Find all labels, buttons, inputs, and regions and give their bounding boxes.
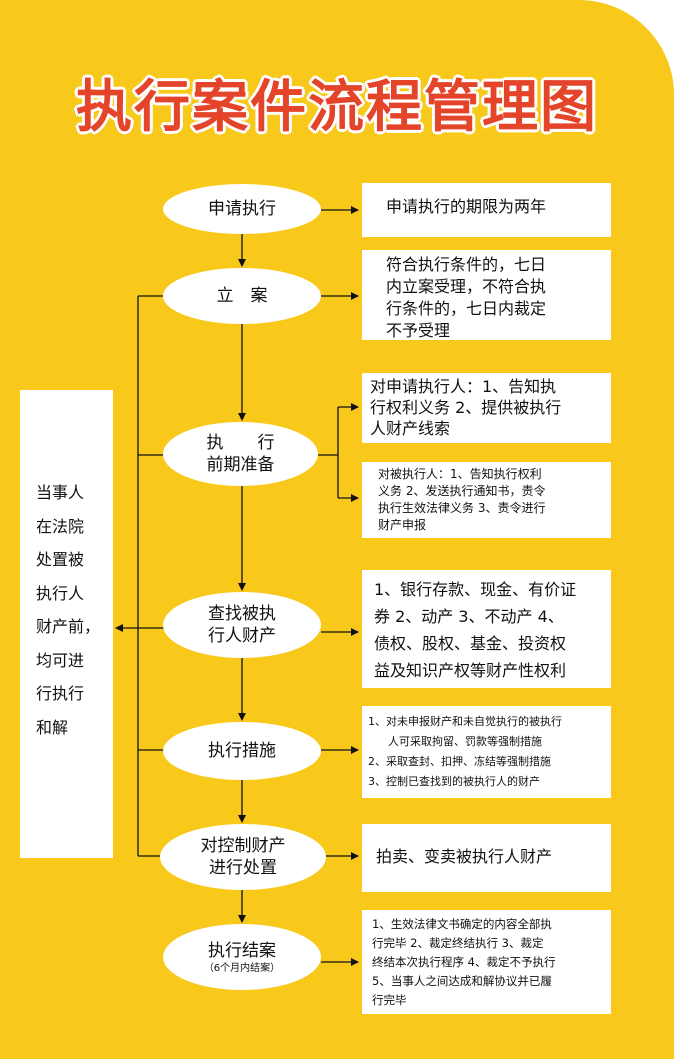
note-line: 债权、股权、基金、投资权 xyxy=(374,634,567,653)
note-line: 人可采取拘留、罚款等强制措施 xyxy=(388,735,542,748)
note-line: 终结本次执行程序 4、裁定不予执行 xyxy=(372,955,556,969)
note-closure-conditions: 1、生效法律文书确定的内容全部执 行完毕 2、裁定终结执行 3、裁定 终结本次执… xyxy=(362,910,611,1014)
note-line: 行完毕 xyxy=(372,993,407,1007)
step-label: 行人财产 xyxy=(208,626,276,646)
note-line: 义务 2、发送执行通知书，责令 xyxy=(378,484,546,498)
step-label: 执 行 xyxy=(206,433,275,453)
step-case-filing: 立 案 xyxy=(163,268,321,324)
note-line: 行完毕 2、裁定终结执行 3、裁定 xyxy=(372,936,544,950)
note-asset-types: 1、银行存款、现金、有价证 券 2、动产 3、不动产 4、 债权、股权、基金、投… xyxy=(362,570,611,688)
note-filing-conditions: 符合执行条件的，七日 内立案受理，不符合执 行条件的，七日内裁定 不予受理 xyxy=(362,250,611,340)
side-note-line: 执行人 xyxy=(36,583,85,603)
step-find-assets: 查找被执 行人财产 xyxy=(163,592,321,658)
side-note-line: 均可进 xyxy=(36,650,85,670)
step-label: 前期准备 xyxy=(206,455,275,475)
note-application-period: 申请执行的期限为两年 xyxy=(362,183,611,237)
note-line: 行权利义务 2、提供被执行 xyxy=(370,398,562,417)
note-line: 1、银行存款、现金、有价证 xyxy=(374,580,577,599)
side-note-line: 在法院 xyxy=(36,516,85,536)
side-note-line: 财产前， xyxy=(36,617,101,636)
note-line: 益及知识产权等财产性权利 xyxy=(374,661,567,680)
note-line: 对申请执行人：1、告知执 xyxy=(370,377,557,396)
step-preliminary-prep: 执 行 前期准备 xyxy=(163,422,318,486)
note-enforcement-actions: 1、对未申报财产和未自觉执行的被执行 人可采取拘留、罚款等强制措施 2、采取查封… xyxy=(362,706,611,798)
step-label: 立 案 xyxy=(216,286,268,306)
step-asset-disposal: 对控制财产 进行处置 xyxy=(160,824,326,890)
page-title: 执行案件流程管理图 xyxy=(76,75,598,140)
step-sublabel: （6个月内结案） xyxy=(203,962,281,974)
side-note-box: 当事人 在法院 处置被 执行人 财产前， 均可进 行执行 和解 xyxy=(20,390,113,858)
note-line: 2、采取查封、扣押、冻结等强制措施 xyxy=(368,755,551,768)
note-line: 符合执行条件的，七日 xyxy=(386,255,547,274)
side-note-line: 和解 xyxy=(36,717,69,737)
side-note-line: 行执行 xyxy=(36,684,85,703)
step-label: 进行处置 xyxy=(209,858,277,878)
step-label: 查找被执 xyxy=(208,604,276,624)
note-line: 对被执行人：1、告知执行权利 xyxy=(378,467,542,481)
note-line: 1、生效法律文书确定的内容全部执 xyxy=(372,917,552,931)
note-line: 1、对未申报财产和未自觉执行的被执行 xyxy=(368,715,562,728)
step-label: 执行措施 xyxy=(208,741,276,761)
note-line: 拍卖、变卖被执行人财产 xyxy=(376,847,553,866)
note-line: 人财产线索 xyxy=(370,419,451,438)
note-line: 行条件的，七日内裁定 xyxy=(386,299,547,318)
step-label: 执行结案 xyxy=(208,940,276,961)
note-line: 财产申报 xyxy=(378,518,427,532)
note-auction-sale: 拍卖、变卖被执行人财产 xyxy=(362,824,611,892)
note-applicant-duties: 对申请执行人：1、告知执 行权利义务 2、提供被执行 人财产线索 xyxy=(362,373,611,443)
note-line: 券 2、动产 3、不动产 4、 xyxy=(374,607,564,626)
side-note-line: 处置被 xyxy=(36,550,85,569)
step-label: 对控制财产 xyxy=(200,836,286,856)
note-line: 5、当事人之间达成和解协议并已履 xyxy=(372,974,552,988)
note-line: 内立案受理，不符合执 xyxy=(386,277,547,296)
step-apply-execution: 申请执行 xyxy=(163,184,321,234)
note-line: 不予受理 xyxy=(386,321,451,340)
note-line: 3、控制已查找到的被执行人的财产 xyxy=(368,775,540,788)
note-respondent-duties: 对被执行人：1、告知执行权利 义务 2、发送执行通知书，责令 执行生效法律义务 … xyxy=(362,462,611,538)
step-enforcement-measures: 执行措施 xyxy=(163,722,321,780)
side-note-line: 当事人 xyxy=(36,483,85,502)
step-case-closure: 执行结案 （6个月内结案） xyxy=(163,924,321,990)
note-line: 执行生效法律义务 3、责令进行 xyxy=(378,501,546,515)
note-line: 申请执行的期限为两年 xyxy=(386,197,547,216)
step-label: 申请执行 xyxy=(208,199,276,219)
